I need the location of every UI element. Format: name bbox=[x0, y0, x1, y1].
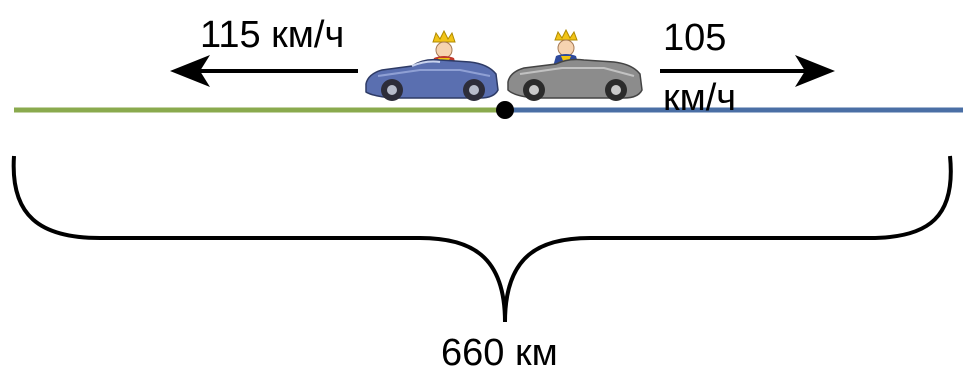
start-point-icon bbox=[496, 101, 514, 119]
left-car-speed-label: 115 км/ч bbox=[200, 14, 345, 56]
grey-car-with-king-icon bbox=[507, 28, 643, 101]
right-arrow-icon bbox=[660, 55, 835, 87]
left-arrow-icon bbox=[170, 55, 358, 87]
right-car-speed-label: 105 км/ч bbox=[663, 17, 737, 119]
curly-brace-icon bbox=[11, 155, 953, 323]
blue-car-with-queen-icon bbox=[365, 29, 499, 101]
total-distance-label: 660 км bbox=[441, 332, 558, 374]
